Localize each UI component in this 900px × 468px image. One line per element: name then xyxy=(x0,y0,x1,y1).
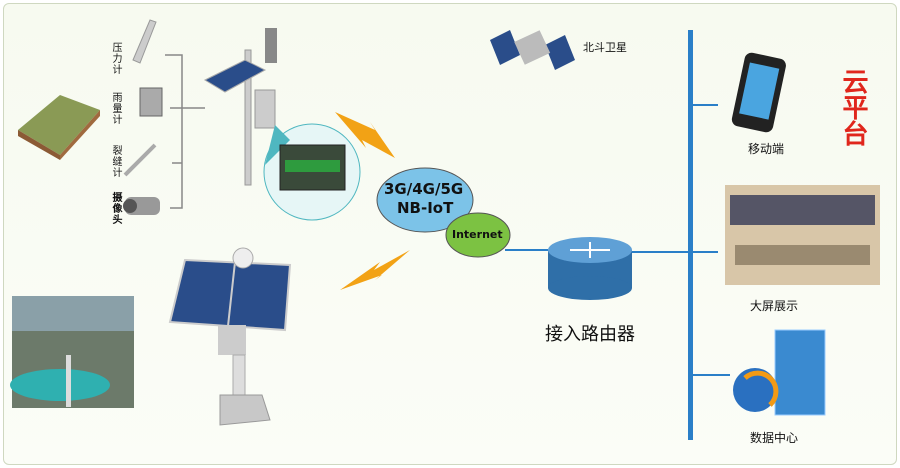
wireless-signal-icon xyxy=(335,112,395,158)
rain-gauge-icon xyxy=(139,87,163,117)
rain-gauge-label: 雨量计 xyxy=(110,92,121,125)
screen-label: 大屏展示 xyxy=(750,299,799,313)
pressure-gauge-label: 压力计 xyxy=(110,42,121,75)
pressure-gauge-icon xyxy=(132,19,157,64)
weather-tower xyxy=(203,28,277,186)
gnss-station xyxy=(168,247,292,426)
field-image xyxy=(18,95,100,160)
wireless-signal-icon xyxy=(340,250,410,290)
network-bus xyxy=(688,30,693,440)
internet-label: Internet xyxy=(452,228,503,241)
crack-meter-icon xyxy=(123,143,157,177)
camera-icon xyxy=(123,197,160,215)
network-cloud xyxy=(376,167,511,258)
satellite-icon xyxy=(490,30,575,70)
satellite-label: 北斗卫星 xyxy=(583,41,627,54)
mobile-phone-icon xyxy=(731,52,786,133)
control-room-image xyxy=(725,185,880,285)
datalogger-inset xyxy=(263,123,361,221)
dam-image xyxy=(10,296,134,408)
crack-meter-label: 裂缝计 xyxy=(110,145,121,178)
sensor-bracket xyxy=(165,54,205,209)
mobile-label: 移动端 xyxy=(748,142,785,156)
datacenter-icon xyxy=(733,329,826,416)
datacenter-label: 数据中心 xyxy=(750,431,799,445)
router-icon xyxy=(548,237,632,300)
network-types-label: 3G/4G/5G xyxy=(384,180,464,198)
cloud-platform-title: 云平台 xyxy=(838,68,868,146)
nbiot-label: NB-IoT xyxy=(397,199,454,217)
camera-label: 摄像头 xyxy=(110,192,121,225)
router-label: 接入路由器 xyxy=(545,324,635,345)
